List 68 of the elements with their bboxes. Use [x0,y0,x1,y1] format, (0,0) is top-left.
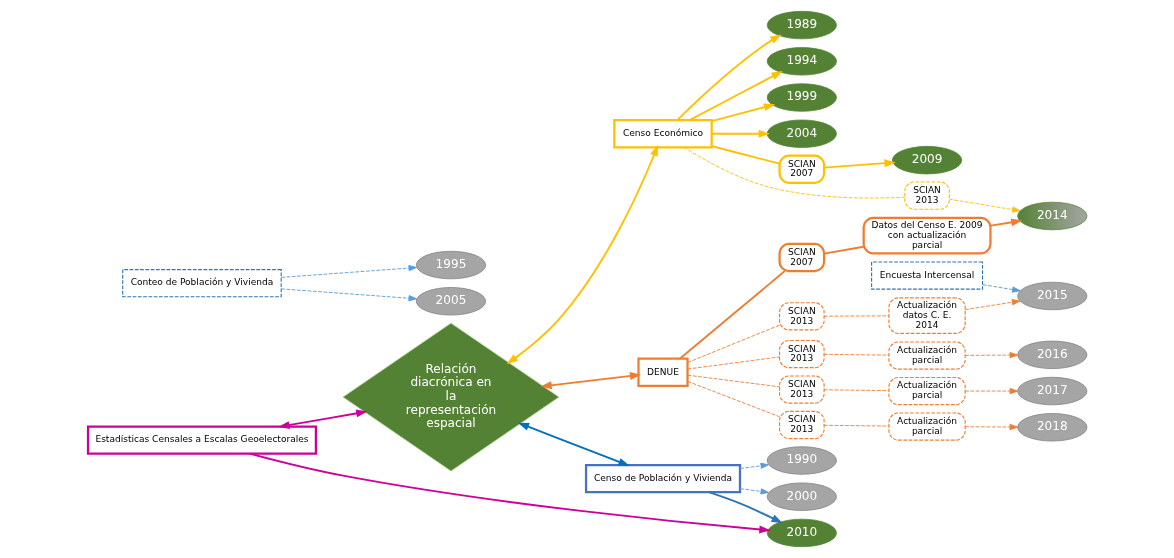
arrow [675,34,782,121]
node-box: Conteo de Población y Vivienda [121,269,282,298]
node-box: SCIAN 2013 [778,302,825,331]
node-box: SCIAN 2013 [778,339,825,369]
node-ellipse: 2004 [766,119,837,148]
connector [823,389,889,392]
node-box: Actualización datos C. E. 2014 [887,297,966,334]
node-ellipse: 2016 [1016,340,1087,369]
arrow [710,129,770,138]
node-box: Censo de Población y Vivienda [584,463,741,494]
connector [678,270,786,360]
node-ellipse: 1994 [766,47,837,76]
node-ellipse: 2009 [891,146,962,175]
arrow [964,352,1018,359]
node-box: SCIAN 2007 [777,154,825,184]
node-ellipse: 2000 [766,482,837,511]
connector [686,374,780,388]
arrow [964,299,1020,311]
arrow [506,144,658,365]
connector [823,353,889,356]
connector [822,245,864,255]
node-ellipse: 1990 [766,446,837,475]
connector [686,324,780,363]
node-box: SCIAN 2013 [778,410,825,440]
arrow [280,288,417,302]
arrow [280,264,417,278]
connector [686,356,780,370]
node-box: Actualización parcial [887,412,966,441]
arrow [964,423,1018,431]
connector [686,380,780,418]
node-box: Estadísticas Censales a Escalas Geoelectorales [86,425,317,455]
node-ellipse: 2005 [415,287,486,316]
arrow [948,198,1020,213]
arrow [688,70,783,122]
arrow [989,218,1022,227]
connector [823,424,889,427]
arrow [739,462,769,469]
arrow [277,409,367,429]
node-ellipse: 2018 [1016,413,1087,442]
arrow [739,488,769,495]
node-box: Encuesta Intercensal [870,261,983,290]
node-ellipse: 1995 [415,250,486,280]
node-box: Censo Económico [612,119,713,149]
node-ellipse: 1989 [766,10,837,40]
arrow [539,372,641,390]
node-ellipse: 2014 [1016,201,1087,231]
arrow [822,159,896,169]
node-box: SCIAN 2007 [777,242,825,273]
arrow [710,103,775,123]
arrow [249,452,771,534]
arrow [981,284,1021,293]
connector [710,145,780,165]
connector [823,315,889,317]
arrow [707,491,783,524]
node-ellipse: 1999 [766,83,837,112]
node-box: Actualización parcial [887,376,966,406]
node-ellipse: 2017 [1016,376,1087,406]
node-box: Datos del Censo E. 2009 con actualización parcial [862,216,992,255]
node-diamond: Relación diacrónica en la representación espacial [342,322,559,472]
node-ellipse: 2010 [766,518,837,548]
node-box: SCIAN 2013 [903,181,950,210]
connector [683,146,905,199]
arrow [517,422,630,466]
node-ellipse: 2015 [1016,281,1087,311]
node-box: DENUE [636,357,689,387]
node-box: SCIAN 2013 [778,375,825,404]
arrow [964,387,1018,395]
node-box: Actualización parcial [887,341,966,370]
